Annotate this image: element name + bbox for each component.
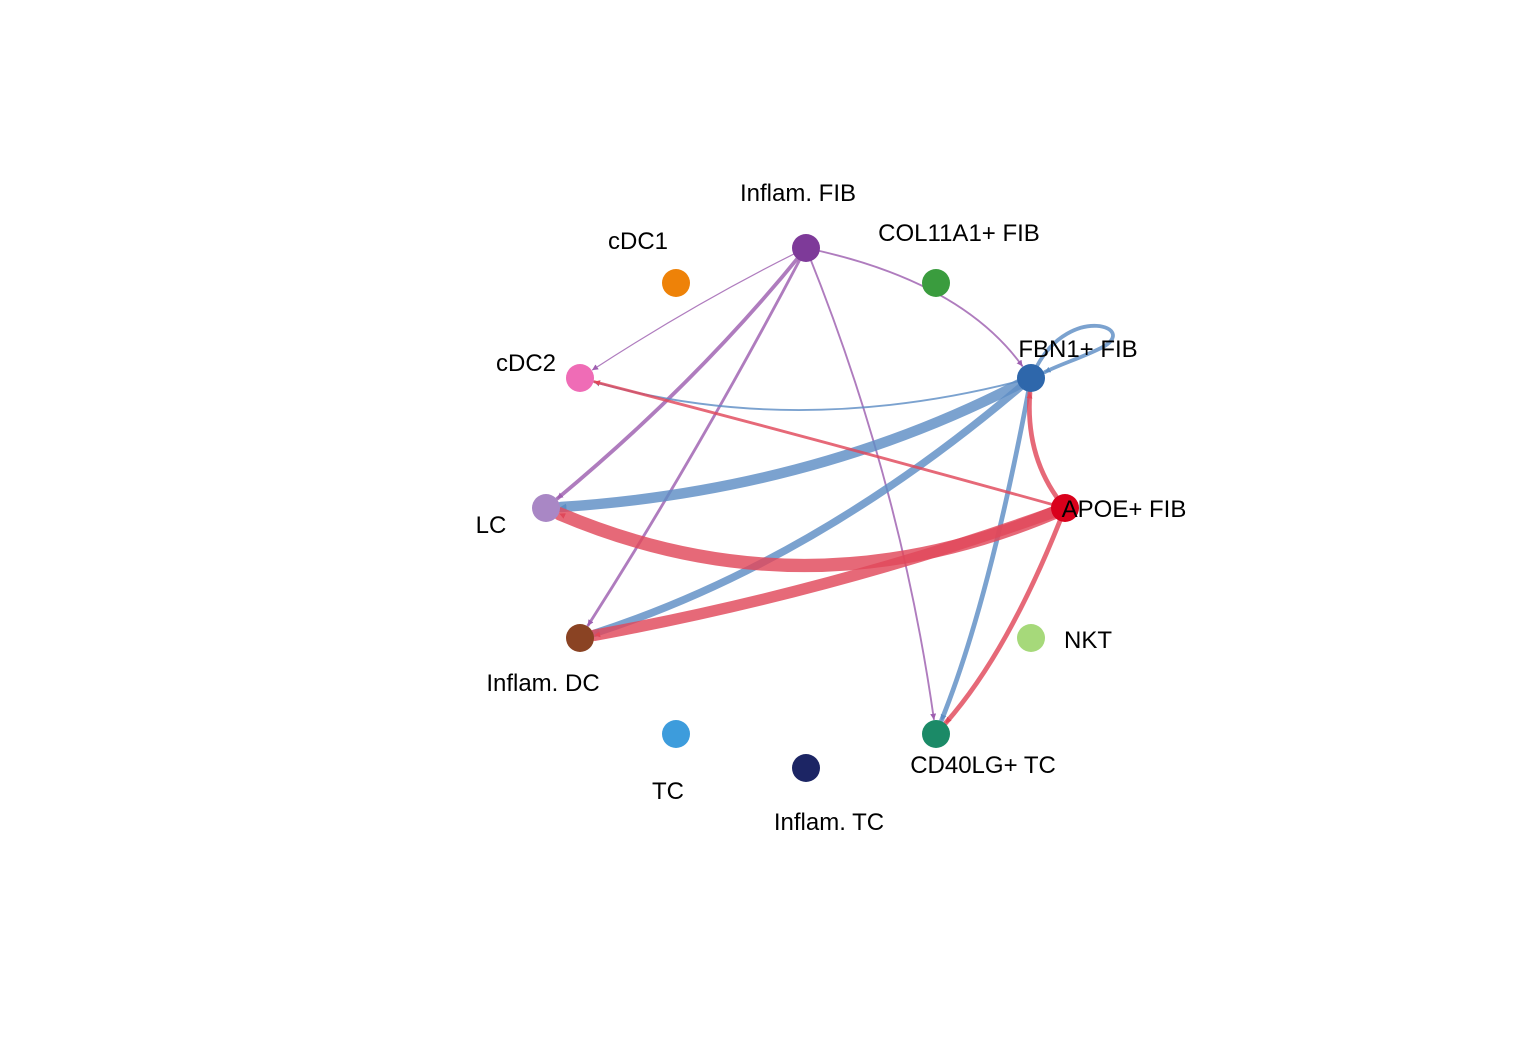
node-nkt [1017, 624, 1045, 652]
node-label-col11a1_fib: COL11A1+ FIB [878, 220, 1040, 247]
node-inflam_tc [792, 754, 820, 782]
node-label-cd40lg_tc: CD40LG+ TC [910, 752, 1056, 779]
edge-fbn1_fib-to-cd40lg_tc [939, 375, 1034, 723]
node-label-nkt: NKT [1064, 627, 1112, 654]
edge-fbn1_fib-to-inflam_dc [590, 374, 1035, 638]
edge-fbn1_fib-to-fbn1_fib [1035, 323, 1115, 374]
edge-inflam_fib-to-cd40lg_tc [805, 247, 937, 721]
edge-inflam_fib-to-inflam_dc [586, 246, 808, 627]
node-cd40lg_tc [922, 720, 950, 748]
edge-apoe_fib-to-cd40lg_tc [943, 505, 1068, 726]
edge-apoe_fib-to-inflam_dc [589, 502, 1071, 641]
node-label-cdc2: cDC2 [496, 350, 556, 377]
node-label-inflam_tc: Inflam. TC [774, 809, 884, 836]
node-col11a1_fib [922, 269, 950, 297]
node-tc [662, 720, 690, 748]
label-layer: Inflam. FIB COL11A1+ FIB FBN1+ FIB APOE+ FI… [476, 180, 1187, 836]
node-label-apoe_fib: APOE+ FIB [1062, 496, 1187, 523]
node-layer [532, 234, 1079, 782]
node-label-tc: TC [652, 778, 684, 805]
node-label-fbn1_fib: FBN1+ FIB [1018, 336, 1137, 363]
node-label-inflam_fib: Inflam. FIB [740, 180, 856, 207]
node-label-inflam_dc: Inflam. DC [486, 670, 599, 697]
edge-fbn1_fib-to-lc [555, 372, 1037, 513]
node-inflam_dc [566, 624, 594, 652]
node-fbn1_fib [1017, 364, 1045, 392]
edge-inflam_fib-to-fbn1_fib [805, 247, 1024, 367]
node-apoe_fib [1051, 494, 1079, 522]
edge-apoe_fib-to-fbn1_fib [1026, 390, 1068, 511]
node-label-cdc1: cDC1 [608, 228, 668, 255]
node-cdc2 [566, 364, 594, 392]
node-label-lc: LC [476, 512, 507, 539]
edge-inflam_fib-to-cdc2 [591, 247, 807, 371]
node-cdc1 [662, 269, 690, 297]
edge-inflam_fib-to-lc [555, 246, 808, 501]
node-inflam_fib [792, 234, 820, 262]
edge-apoe_fib-to-cdc2 [593, 380, 1067, 510]
node-lc [532, 494, 560, 522]
